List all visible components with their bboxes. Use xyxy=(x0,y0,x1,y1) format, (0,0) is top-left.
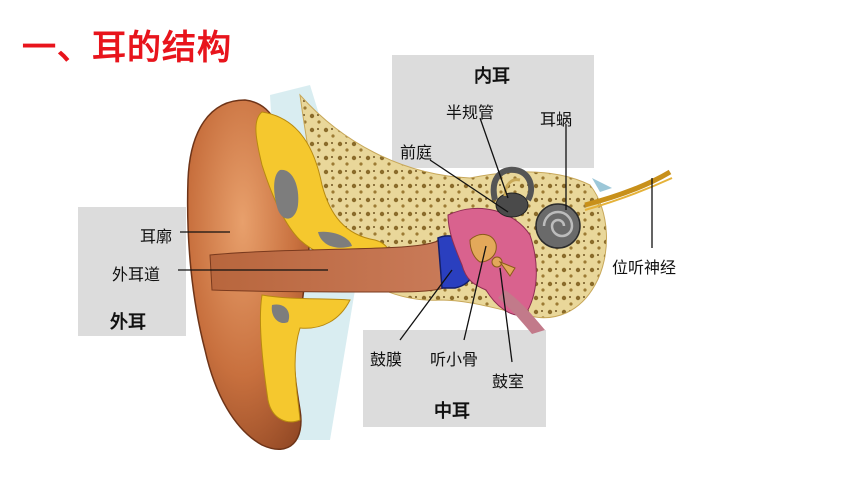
cartilage-spot xyxy=(318,231,352,248)
semicircular-canal-inner xyxy=(503,178,521,197)
outer-ear-region-box xyxy=(78,207,186,336)
leader-line-vestibule xyxy=(429,159,509,213)
semicircular-canals-label: 半规管 xyxy=(446,103,495,122)
auditory-tube xyxy=(498,290,545,334)
leader-line-eardrum xyxy=(399,269,453,341)
nerve-label: 位听神经 xyxy=(612,258,677,277)
leader-line-ossicles xyxy=(463,245,487,341)
inner-ear-region-box xyxy=(392,55,594,168)
vestibule xyxy=(495,192,529,218)
cochlea xyxy=(535,203,581,249)
page-title: 一、耳的结构 xyxy=(22,28,232,68)
ossicle xyxy=(469,234,497,263)
leader-line-semicircular xyxy=(479,117,509,199)
middle-ear-region-box xyxy=(363,330,546,427)
auricle-label: 耳廓 xyxy=(140,227,173,246)
inner-ear-label: 内耳 xyxy=(474,66,510,87)
cartilage-lower xyxy=(259,294,351,423)
ear-canal-label: 外耳道 xyxy=(112,265,161,284)
semicircular-canal xyxy=(490,166,535,202)
nerve-sheath xyxy=(592,178,612,192)
cochlea-spiral xyxy=(542,210,574,238)
outer-ear-label: 外耳 xyxy=(110,312,146,333)
nerve-highlight xyxy=(584,177,673,211)
middle-ear-label: 中耳 xyxy=(434,401,470,422)
nerve xyxy=(584,169,672,208)
tympanic-cavity-label: 鼓室 xyxy=(492,372,525,391)
cartilage-spot xyxy=(271,304,290,324)
vestibule-label: 前庭 xyxy=(400,143,433,162)
leader-line-tympanic xyxy=(499,267,513,363)
ossicle xyxy=(491,256,503,268)
eardrum-label: 鼓膜 xyxy=(370,350,403,369)
ossicle xyxy=(498,260,516,277)
ossicles-label: 听小骨 xyxy=(430,350,479,369)
cartilage-spot xyxy=(274,169,299,219)
cochlea-label: 耳蜗 xyxy=(540,110,573,129)
